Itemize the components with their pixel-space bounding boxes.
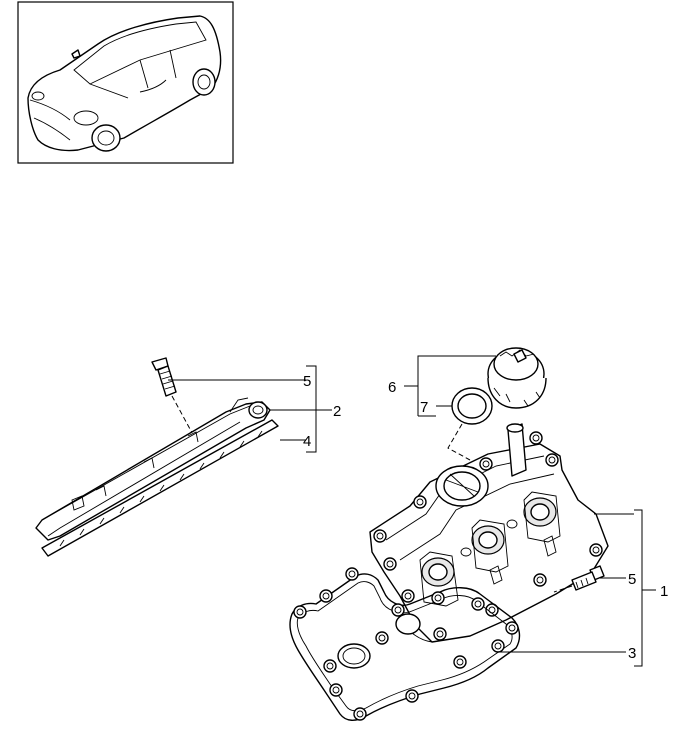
left-callouts: [168, 365, 332, 453]
gasket-loop-part: [289, 567, 521, 721]
vehicle-thumbnail: [17, 1, 234, 164]
callout-2: 2: [333, 403, 341, 420]
callout-5-left: 5: [303, 373, 311, 390]
callout-6: 6: [388, 379, 396, 396]
bolt-right-part: [571, 565, 605, 591]
valve-cover-part: [369, 423, 609, 643]
seal-ring-guide: [447, 423, 471, 461]
right-callouts: [500, 509, 656, 667]
filler-cap-part: [487, 347, 547, 409]
seal-ring-part: [451, 387, 493, 425]
callout-4: 4: [303, 433, 311, 450]
callout-3: 3: [628, 645, 636, 662]
gasket-strip-part: [41, 419, 279, 557]
callout-7: 7: [420, 399, 428, 416]
bolt-right-guide: [553, 585, 573, 593]
car-icon: [27, 15, 222, 152]
callout-5-right: 5: [628, 571, 636, 588]
bolt-left-part: [151, 357, 177, 397]
cover-cap-part: [35, 397, 271, 541]
upper-right-callouts: [404, 355, 496, 417]
callout-1: 1: [660, 583, 668, 600]
